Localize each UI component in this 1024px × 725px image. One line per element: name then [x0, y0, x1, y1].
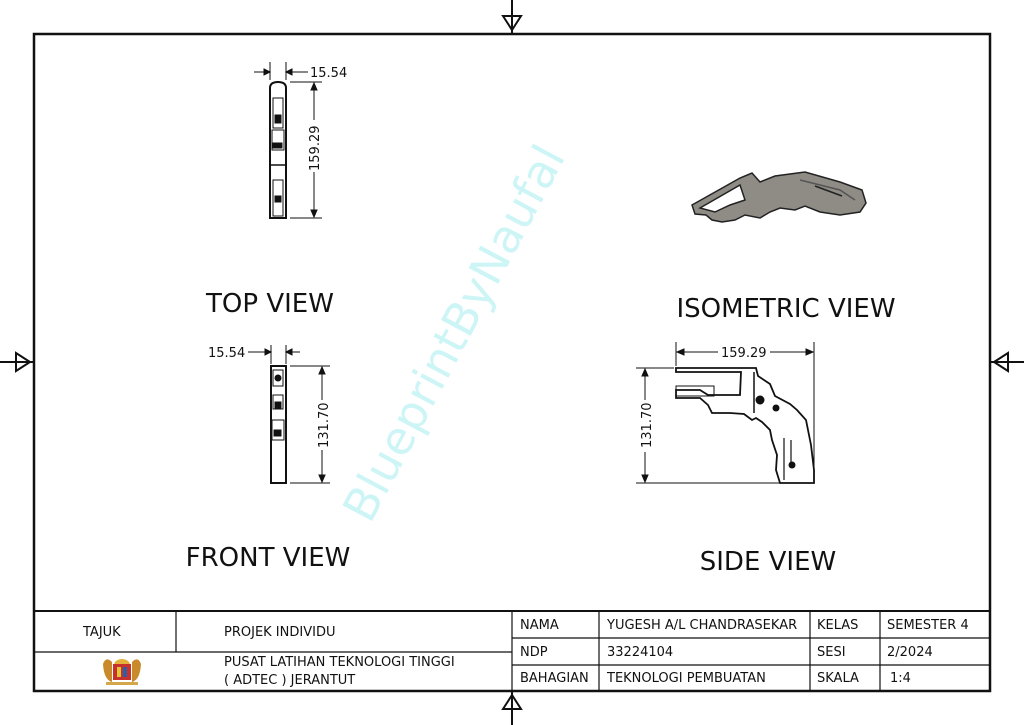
bahagian-value: TEKNOLOGI PEMBUATAN: [606, 671, 766, 686]
sesi-label: SESI: [817, 645, 846, 660]
side-view-height-dim: 131.70: [640, 403, 655, 449]
front-view: [248, 345, 330, 484]
skala-value: 1:4: [890, 671, 911, 686]
front-view-label: FRONT VIEW: [186, 543, 351, 573]
ndp-label: NDP: [520, 645, 548, 660]
bahagian-label: BAHAGIAN: [520, 671, 589, 686]
title-block: [34, 610, 990, 691]
side-view: [636, 342, 815, 484]
side-view-label: SIDE VIEW: [700, 547, 836, 577]
nama-value: YUGESH A/L CHANDRASEKAR: [606, 618, 797, 633]
ndp-value: 33224104: [607, 645, 673, 660]
front-view-height-dim: 131.70: [317, 403, 332, 449]
institution-line2: ( ADTEC ) JERANTUT: [224, 673, 355, 688]
isometric-view-label: ISOMETRIC VIEW: [676, 294, 895, 324]
kelas-value: SEMESTER 4: [887, 618, 969, 633]
sesi-value: 2/2024: [887, 645, 933, 660]
top-view-label: TOP VIEW: [205, 289, 334, 319]
tajuk-value: PROJEK INDIVIDU: [224, 625, 335, 640]
institution-line1: PUSAT LATIHAN TEKNOLOGI TINGGI: [224, 655, 455, 670]
front-view-width-dim: 15.54: [208, 346, 245, 361]
drawing-border: [32, 32, 992, 693]
top-view: [254, 62, 322, 219]
top-view-width-dim: 15.54: [310, 66, 347, 81]
tajuk-label: TAJUK: [82, 625, 121, 640]
nama-label: NAMA: [520, 618, 559, 633]
isometric-view: [691, 171, 867, 223]
kelas-label: KELAS: [817, 618, 858, 633]
watermark: BlueprintByNaufal: [332, 136, 576, 530]
side-view-length-dim: 159.29: [721, 346, 767, 361]
malaysia-crest-logo: [103, 659, 141, 685]
skala-label: SKALA: [817, 671, 859, 686]
top-view-length-dim: 159.29: [308, 126, 323, 172]
